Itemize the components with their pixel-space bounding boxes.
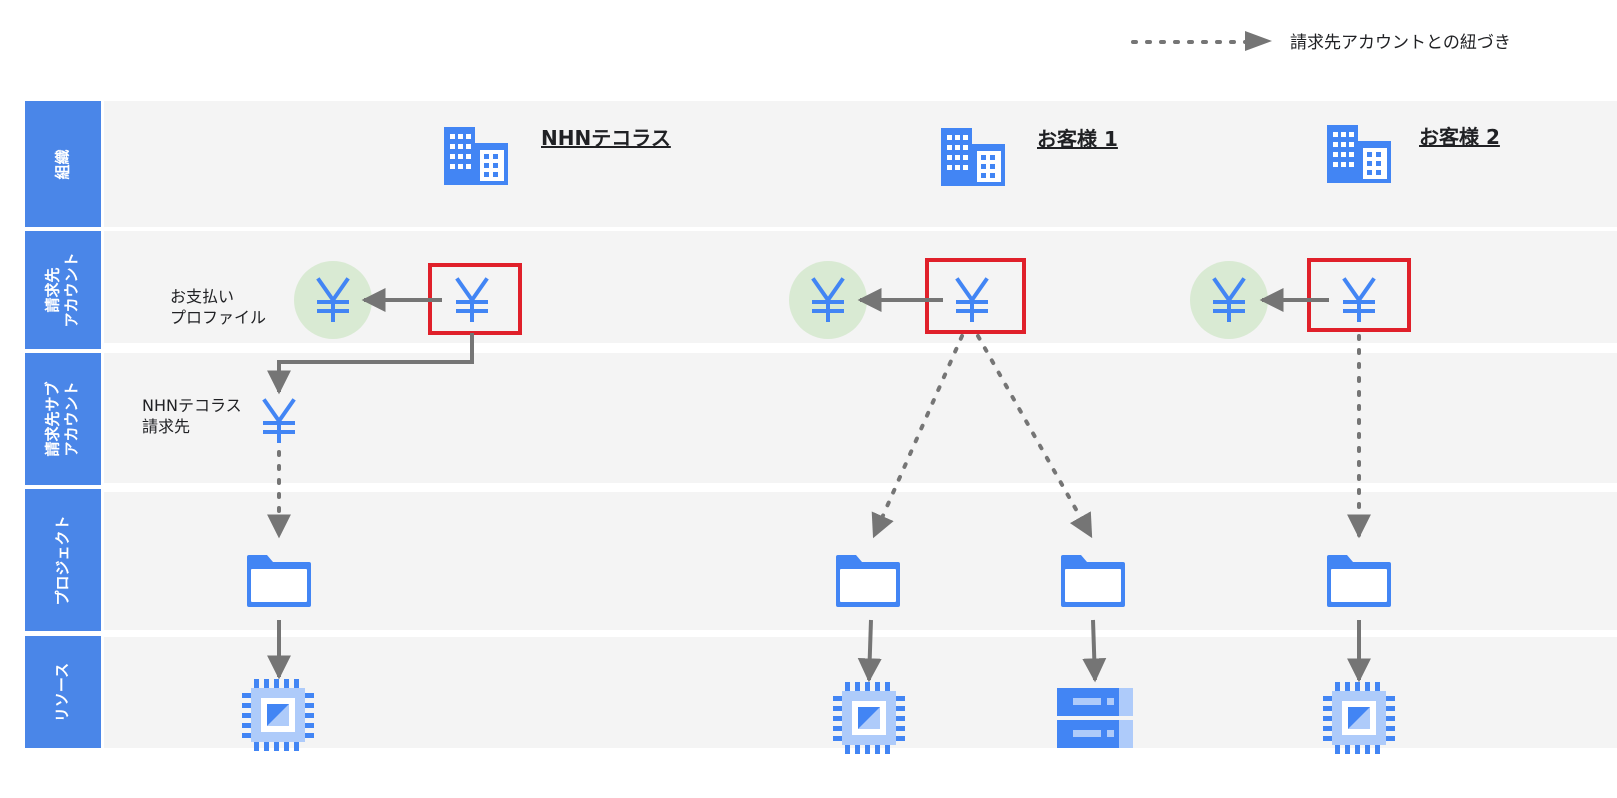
building-icon [941, 128, 1005, 186]
row-label-subaccount: 請求先サブ アカウント [25, 353, 101, 485]
chip-icon [833, 682, 905, 754]
storage-icon [1057, 688, 1133, 748]
chip-icon [242, 679, 314, 751]
building-icon [1327, 125, 1391, 183]
arrow-dotted [976, 334, 1093, 539]
arrow-dotted [871, 334, 964, 539]
arrow-solid [1082, 619, 1107, 683]
band-subaccount [104, 353, 1617, 483]
row-label-project: プロジェクト [25, 489, 101, 631]
row-label-billing: 請求先 アカウント [25, 231, 101, 349]
legend-label: 請求先アカウントとの紐づき [1290, 33, 1511, 53]
chip-icon [1323, 682, 1395, 754]
payment-profile-label: お支払い プロファイル [170, 287, 267, 327]
folder-icon [1327, 555, 1391, 607]
folder-icon [1061, 555, 1125, 607]
yen-icon [428, 263, 522, 335]
yen-circle-icon [294, 261, 372, 339]
org-name: お客様 1 [1037, 127, 1118, 151]
yen-circle-icon [789, 261, 867, 339]
legend-dotted-arrow [1131, 31, 1272, 51]
yen-icon [1307, 258, 1411, 332]
folder-icon [247, 555, 311, 607]
row-label-resource: リソース [25, 636, 101, 748]
row-label-org: 組織 [25, 101, 101, 227]
arrow-solid [857, 619, 882, 683]
yen-icon [925, 258, 1026, 334]
arrow-solid [267, 333, 474, 395]
yen-icon [263, 399, 295, 443]
yen-circle-icon [1190, 261, 1268, 339]
folder-icon [836, 555, 900, 607]
sub-billing-label: NHNテコラス 請求先 [142, 396, 242, 436]
org-name: お客様 2 [1419, 125, 1500, 149]
building-icon [444, 127, 508, 185]
org-name: NHNテコラス [541, 126, 671, 150]
